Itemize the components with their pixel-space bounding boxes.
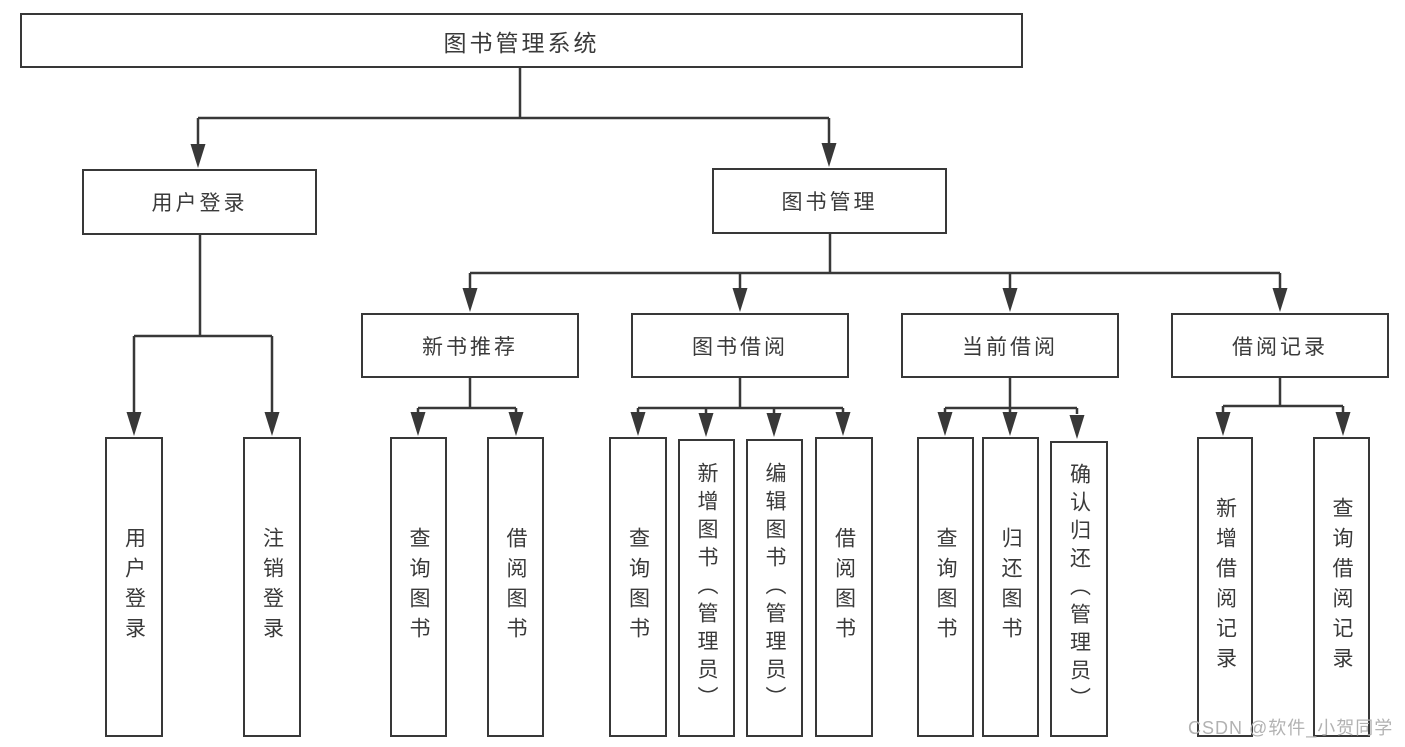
csdn-watermark: CSDN @软件_小贺同学	[1188, 718, 1394, 738]
node-current-query-book-label: 查询图书	[934, 527, 957, 647]
node-book-management-module: 图书管理	[712, 168, 947, 234]
node-book-management-module-label: 图书管理	[781, 191, 878, 214]
node-current-confirm-return-admin: 确认归还（管理员）	[1050, 441, 1108, 737]
node-borrowing-add-book-admin-label: 新增图书（管理员）	[695, 462, 718, 714]
node-user-login-module-label: 用户登录	[151, 192, 248, 215]
node-current-borrowing: 当前借阅	[901, 313, 1119, 378]
node-leaf-user-login: 用户登录	[105, 437, 163, 737]
node-leaf-logout: 注销登录	[243, 437, 301, 737]
node-current-return-book: 归还图书	[982, 437, 1039, 737]
node-recommend-query-book-label: 查询图书	[407, 527, 430, 647]
node-system-root-label: 图书管理系统	[443, 29, 600, 56]
node-system-root: 图书管理系统	[20, 13, 1023, 68]
node-current-return-book-label: 归还图书	[999, 527, 1022, 647]
node-records-add-record-label: 新增借阅记录	[1213, 497, 1237, 677]
node-borrowing-edit-book-admin-label: 编辑图书（管理员）	[763, 462, 786, 714]
node-book-borrowing: 图书借阅	[631, 313, 849, 378]
node-borrowing-query-book-label: 查询图书	[626, 527, 650, 647]
node-borrowing-query-book: 查询图书	[609, 437, 667, 737]
node-recommend-borrow-book-label: 借阅图书	[504, 527, 527, 647]
node-borrowing-borrow-book: 借阅图书	[815, 437, 873, 737]
node-recommend-borrow-book: 借阅图书	[487, 437, 544, 737]
node-borrowing-records-label: 借阅记录	[1232, 335, 1328, 359]
node-current-confirm-return-admin-label: 确认归还（管理员）	[1067, 463, 1091, 715]
node-current-query-book: 查询图书	[917, 437, 974, 737]
node-borrowing-add-book-admin: 新增图书（管理员）	[678, 439, 735, 737]
node-new-book-recommend: 新书推荐	[361, 313, 579, 378]
node-records-add-record: 新增借阅记录	[1197, 437, 1253, 737]
node-records-query-record-label: 查询借阅记录	[1330, 497, 1353, 677]
node-user-login-module: 用户登录	[82, 169, 317, 235]
node-borrowing-edit-book-admin: 编辑图书（管理员）	[746, 439, 803, 737]
node-new-book-recommend-label: 新书推荐	[422, 335, 518, 359]
arrowheads	[126, 143, 1351, 439]
node-recommend-query-book: 查询图书	[390, 437, 447, 737]
node-records-query-record: 查询借阅记录	[1313, 437, 1370, 737]
node-borrowing-records: 借阅记录	[1171, 313, 1389, 378]
node-leaf-user-login-label: 用户登录	[122, 527, 146, 647]
node-current-borrowing-label: 当前借阅	[962, 335, 1058, 359]
node-book-borrowing-label: 图书借阅	[692, 335, 788, 359]
node-borrowing-borrow-book-label: 借阅图书	[832, 527, 856, 647]
node-leaf-logout-label: 注销登录	[260, 527, 284, 647]
